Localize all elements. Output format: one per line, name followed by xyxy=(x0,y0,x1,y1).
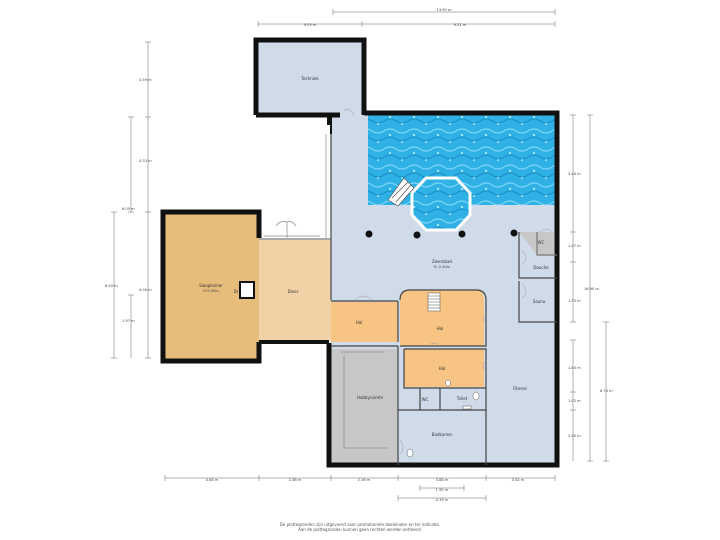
stairs xyxy=(427,292,441,312)
dim-top-total: 13.90 m xyxy=(437,8,452,12)
bedroom-walls xyxy=(160,209,262,364)
label-sleeping-sub: H:5.00m xyxy=(203,289,219,293)
hall1-floor xyxy=(331,302,398,342)
label-dressing: Dr xyxy=(234,289,239,294)
dim-right-8: 2.40 m xyxy=(568,434,581,438)
dim-left-2: 4.33 m xyxy=(139,159,152,163)
technic-walls xyxy=(253,37,367,115)
dining-floor xyxy=(259,240,331,340)
label-fitness: Fitness xyxy=(513,386,527,391)
dim-left-1: 3.59 m xyxy=(139,78,152,82)
label-bathroom: Badkamer xyxy=(432,432,453,437)
label-swimming-sub: H: 2.40m xyxy=(434,265,451,269)
dim-left-5: 4.90 m xyxy=(139,288,152,292)
label-toilet: Toilet xyxy=(456,396,468,401)
label-douche: Douche xyxy=(533,265,549,270)
label-sauna: Sauna xyxy=(533,299,546,304)
label-hall3: Hal xyxy=(439,366,446,371)
dim-right-3: 16.90 m xyxy=(584,287,599,291)
label-hall1: Hal xyxy=(356,320,363,325)
dim-top-left: 9.03 m xyxy=(304,23,317,27)
dim-bottom-7: 4.19 m xyxy=(436,498,449,502)
dim-left-4: 6.40 m xyxy=(105,284,118,288)
dim-bottom-2: 2.38 m xyxy=(289,478,302,482)
bedroom-column xyxy=(239,281,255,299)
dim-right-1: 3.44 m xyxy=(568,172,581,176)
footer-disclaimer-2: Aan de plattegronden kunnen geen rechten… xyxy=(298,527,422,532)
dim-right-5: 1.83 m xyxy=(568,366,581,370)
footer-disclaimer-1: De plattegronden zijn uitgevoerd voor pr… xyxy=(279,522,441,527)
dim-top-right: 9.21 m xyxy=(454,23,467,27)
label-hobby: Hobbyruimte xyxy=(357,395,384,400)
label-wc: WC xyxy=(538,240,545,245)
dim-right-7: 1.02 m xyxy=(568,399,581,403)
dim-right-4: 1.53 m xyxy=(568,299,581,303)
label-hall2: Hal xyxy=(437,326,444,331)
outer-wall-right xyxy=(326,110,560,468)
pool-stairs xyxy=(387,177,415,207)
dim-bottom-1: 4.48 m xyxy=(206,478,219,482)
dim-right-6: 6.74 m xyxy=(600,389,613,393)
hobby-floor xyxy=(331,349,398,463)
dim-bottom-6: 1.90 m xyxy=(436,488,449,492)
dim-bottom-4: 3.88 m xyxy=(436,478,449,482)
label-dining: Diner xyxy=(288,289,299,294)
label-swimming: Zwembad xyxy=(432,259,452,264)
technic-floor xyxy=(256,40,364,115)
pool-octagon xyxy=(410,176,472,232)
dim-left-3: 6.05 m xyxy=(122,207,135,211)
dim-bottom-3: 2.16 m xyxy=(358,478,371,482)
dim-left-6: 1.97 m xyxy=(122,319,135,323)
dim-bottom-5: 3.42 m xyxy=(512,478,525,482)
label-technic: Techniek xyxy=(300,76,319,81)
label-sleeping: Slaapkamer xyxy=(199,283,223,288)
hall2-floor xyxy=(400,290,484,346)
dim-right-2: 1.07 m xyxy=(568,244,581,248)
hall3-floor xyxy=(404,349,484,387)
columns xyxy=(365,229,518,239)
label-wc2: WC xyxy=(422,397,429,402)
toilets xyxy=(406,379,480,458)
